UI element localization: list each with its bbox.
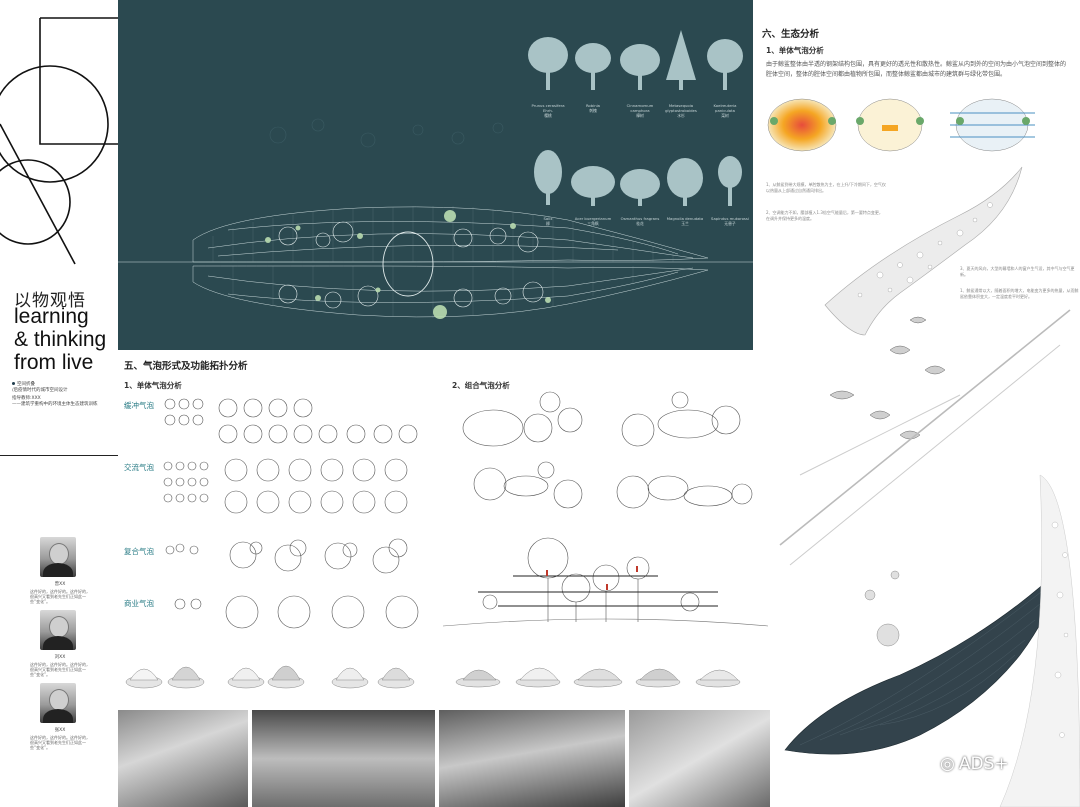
title-en-line: & thinking [14,328,107,351]
avatar [40,610,76,650]
whale-section-upper [192,206,709,263]
ecology-note: 2、空调能力不如，腰部植入1.3倍空气能量后，第一要特点变更，在调升并保持更多的… [766,210,883,221]
ecology-diagrams [767,98,1080,807]
bubble-row-label: 交流气泡 [124,463,154,472]
section-six-title: 六、生态分析 [762,29,820,40]
bubble-diagrams [125,391,769,689]
logo-graphic [0,17,118,265]
model-photo [118,710,248,807]
bubble-row-label: 复合气泡 [124,547,154,556]
section-six-subtitle: 1、单体气泡分析 [766,46,824,55]
ecology-note: 1、鲸鲨通常以大，随着面积的增大，电能变为更多的热量，从而鲸鲨依靠体积变大，一定… [960,288,1079,299]
team-member: 刘XX 这件好的，这件好的。这件好的，很高兴又看到老先生们正如此一些“变化”。 [30,610,90,677]
bubble-row-label: 商业气泡 [124,599,154,608]
project-meta: 空间折叠 /后疫情时代的城市空间设计 指导教师:XXX ——建筑学重构中的环境主… [12,382,98,407]
left-column: 以物观悟 learning & thinking from live 空间折叠 … [0,0,118,807]
model-photo [252,710,435,807]
whale-section-lower [192,265,709,318]
bubble-row-label: 缓冲气泡 [124,401,154,410]
ecology-note: 3、夏天的风向，大型的幕墙和人的窗户生气设，其中气与空气更新。 [960,266,1075,277]
ecology-note: 1、从鲸鲨到带大规模，单腔散热为主，在上升/下冷期间下，空气仅以热量从上部通过自… [766,182,886,193]
tree-icons-row-1 [528,30,743,90]
tree-label: Prunus cerasifera Ehrh.樱桃 [531,103,565,118]
avatar [40,537,76,577]
model-photo [629,710,770,807]
section-five-title: 五、气泡形式及功能拓扑分析 [124,361,248,372]
tree-icons-row-2 [534,150,742,206]
divider [0,455,118,456]
team-member: 张XX 这件好的，这件好的。这件好的，很高兴又看到老先生们正如此一些“变化”。 [30,683,90,750]
title-en-line: learning [14,305,89,328]
bullet-dot-icon [12,382,15,385]
single-bubble-subtitle: 1、单体气泡分析 [124,381,182,390]
section-drawing [118,30,753,319]
model-photo [439,710,625,807]
combined-bubble-subtitle: 2、组合气泡分析 [452,381,510,390]
central-bubble [382,231,434,297]
project-title-en: learning & thinking from live [14,305,106,374]
watermark: ◎ ADS+ [940,754,1009,774]
ecology-description: 由于鲸鲨整体由半透的钢架结构包围，具有更好的透光性和散热性。鲸鲨从内到外的空间为… [766,61,1067,78]
wechat-icon: ◎ [940,754,955,774]
title-en-line: from live [14,351,94,374]
team-member: 曾XX 这件好的，这件好的。这件好的，很高兴又看到老先生们正如此一些“变化”。 [30,537,90,604]
project-title-cn: 以物观悟 [14,291,86,311]
avatar [40,683,76,723]
